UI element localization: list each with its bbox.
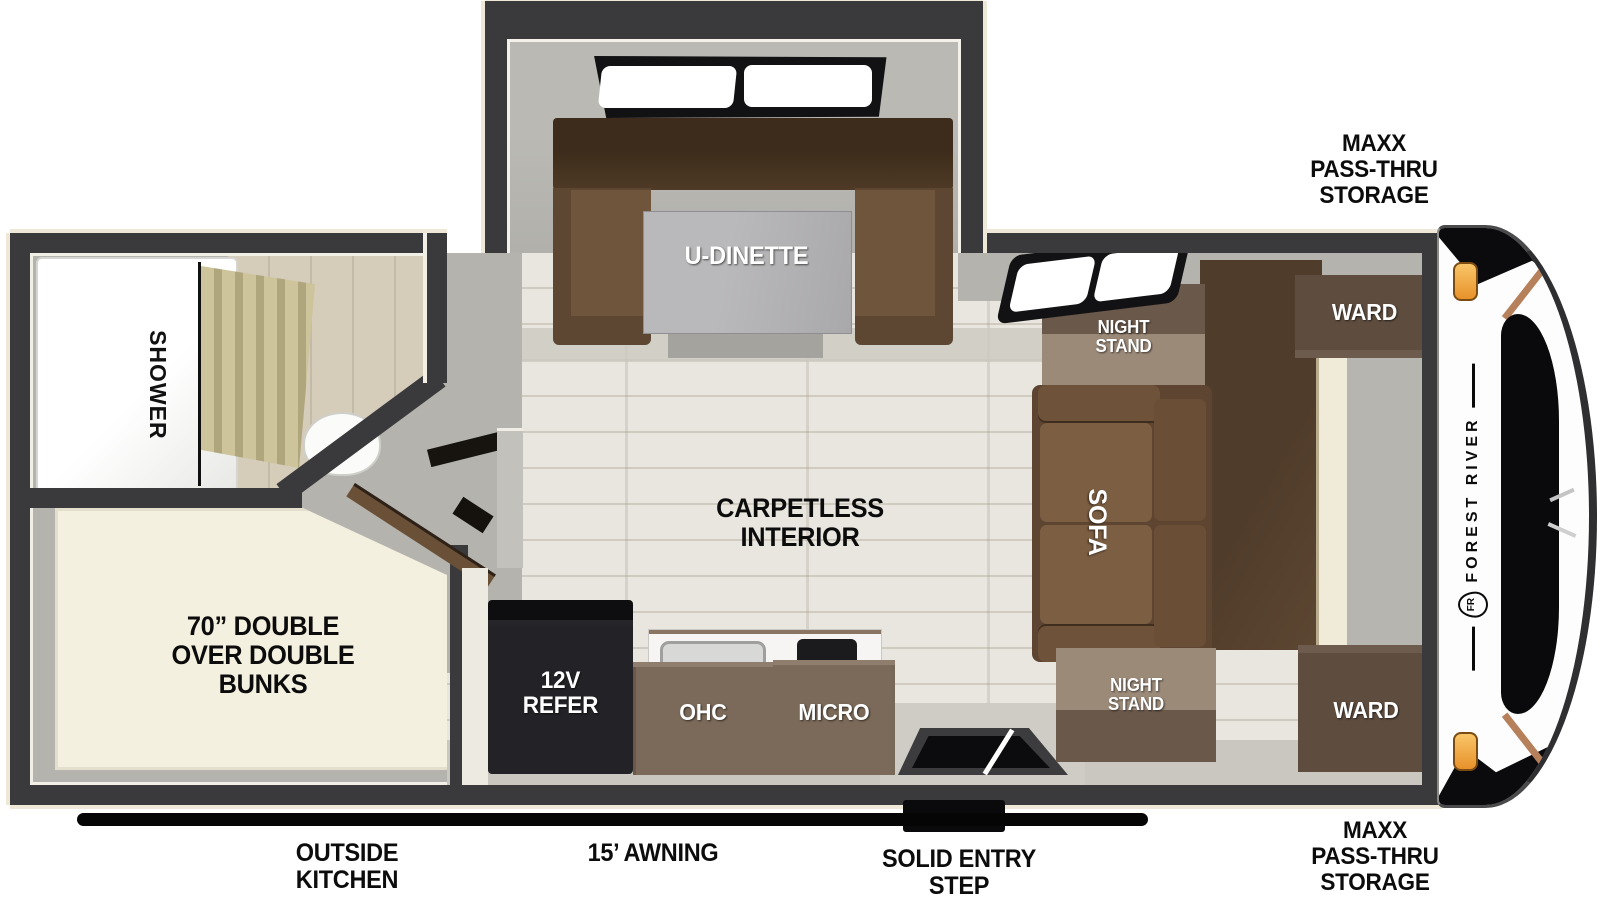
night-stand-bottom-label: NIGHT STAND bbox=[1107, 675, 1165, 714]
brand-name: FOREST RIVER bbox=[1464, 415, 1481, 583]
dinette-bench-right-seat bbox=[855, 190, 935, 316]
brand-crest: FR bbox=[1458, 591, 1488, 618]
entry-step-label: SOLID ENTRY STEP bbox=[881, 845, 1037, 897]
wall-bath-divider bbox=[30, 488, 302, 508]
wardrobe-top bbox=[1295, 275, 1434, 358]
bed-deck-floor bbox=[1340, 355, 1422, 650]
bed-mattress-edge bbox=[1316, 353, 1347, 649]
night-stand-bottom bbox=[1056, 648, 1216, 762]
ohc-label: OHC bbox=[679, 699, 727, 725]
shower-label: SHOWER bbox=[145, 330, 172, 440]
dinette-bench-back bbox=[553, 118, 953, 190]
shower-curtain-rod bbox=[198, 262, 201, 486]
brand-rule bbox=[1471, 626, 1475, 671]
dinette-window-pane-right bbox=[744, 65, 872, 107]
microwave-cabinet bbox=[773, 660, 895, 775]
sofa-seat-cushion bbox=[1040, 423, 1152, 522]
brand-wordmark: FR FOREST RIVER bbox=[1458, 362, 1488, 671]
sofa-back-cushion bbox=[1154, 525, 1206, 647]
micro-label: MICRO bbox=[798, 699, 870, 725]
cap-marker-light-top bbox=[1453, 262, 1478, 301]
storage-label-top: MAXX PASS-THRU STORAGE bbox=[1310, 130, 1438, 209]
wall-rear-top bbox=[10, 233, 447, 253]
dinette-table-shadow bbox=[668, 330, 823, 358]
dinette-bench-left-seat bbox=[571, 190, 651, 316]
dinette-slideout-walls bbox=[485, 1, 983, 253]
overhead-cabinet bbox=[633, 662, 773, 775]
cap-windshield-decal bbox=[1501, 314, 1559, 714]
front-cap: FR FOREST RIVER bbox=[1437, 225, 1597, 808]
sofa: SOFA bbox=[1032, 385, 1212, 662]
refer-label: 12V REFER bbox=[522, 667, 599, 720]
bedroom-window-pane bbox=[1091, 245, 1180, 303]
awning-label: 15’ AWNING bbox=[587, 839, 719, 867]
bedroom-window-pane bbox=[1008, 255, 1097, 313]
shower-curtain bbox=[201, 266, 315, 468]
door-jamb-pillar bbox=[497, 428, 523, 568]
bunk-bed bbox=[55, 508, 455, 770]
wardrobe-bottom bbox=[1298, 645, 1434, 772]
awning-rail bbox=[77, 813, 1148, 826]
refrigerator bbox=[488, 600, 633, 774]
wall-main-top bbox=[981, 233, 1442, 253]
carpetless-label: CARPETLESS INTERIOR bbox=[716, 493, 884, 553]
storage-label-bottom: MAXX PASS-THRU STORAGE bbox=[1311, 817, 1439, 896]
wall-rear-left bbox=[10, 233, 30, 805]
bunks-label: 70” DOUBLE OVER DOUBLE BUNKS bbox=[171, 611, 355, 700]
sofa-seat-cushion bbox=[1040, 525, 1152, 624]
night-stand-top-label: NIGHT STAND bbox=[1095, 317, 1152, 356]
wardrobe-top-label: WARD bbox=[1331, 299, 1398, 325]
wardrobe-bottom-label: WARD bbox=[1333, 697, 1399, 723]
outside-kitchen-label: OUTSIDE KITCHEN bbox=[295, 839, 399, 894]
sofa-label: SOFA bbox=[1083, 488, 1112, 556]
sofa-armrest-top bbox=[1038, 385, 1160, 421]
u-dinette-label: U-DINETTE bbox=[684, 242, 809, 270]
cap-marker-light-bottom bbox=[1453, 732, 1478, 771]
entry-jamb-pillar bbox=[462, 568, 488, 785]
wall-bath-right bbox=[427, 233, 447, 383]
brand-rule bbox=[1471, 362, 1475, 407]
wall-bottom bbox=[10, 785, 1442, 805]
dinette-table bbox=[643, 211, 852, 334]
sofa-back-cushion bbox=[1154, 399, 1206, 521]
